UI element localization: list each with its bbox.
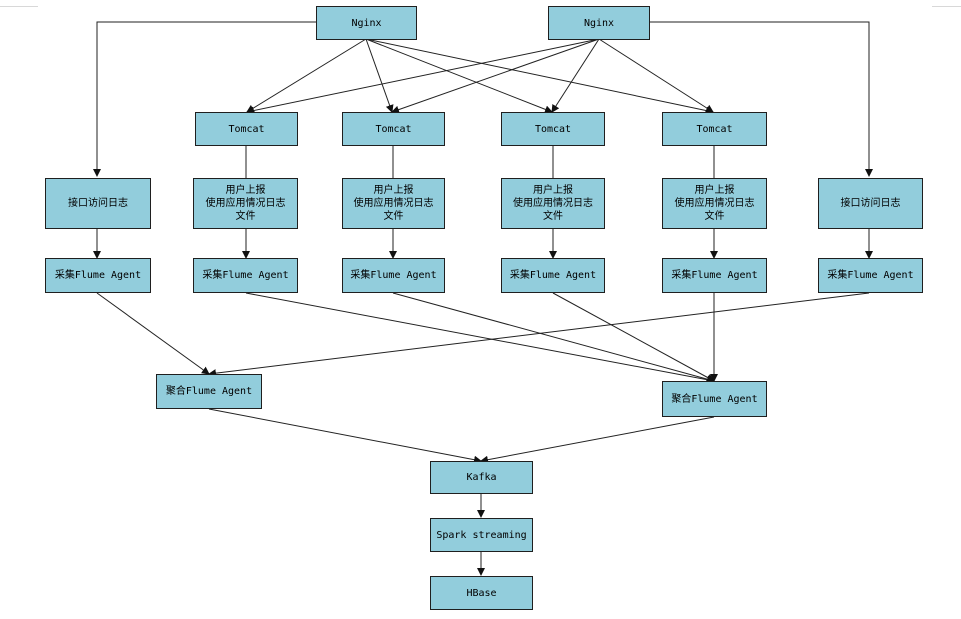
top-right-divider	[932, 6, 961, 7]
collect-agent-3-node: 采集Flume Agent	[501, 258, 605, 293]
tomcat-3-node: Tomcat	[501, 112, 605, 146]
tomcat-2-node: Tomcat	[342, 112, 445, 146]
edge-nginx-left-to-tomcat-2	[365, 38, 394, 113]
aggregate-agent-left-node: 聚合Flume Agent	[156, 374, 262, 409]
collect-agent-3-label: 采集Flume Agent	[509, 270, 597, 281]
report-4-line-3: 文件	[704, 211, 725, 222]
tomcat-4-label: Tomcat	[696, 123, 733, 135]
report-2-line-2: 使用应用情况日志	[353, 198, 434, 209]
collect-agent-4-node: 采集Flume Agent	[662, 258, 767, 293]
edge-nginx-left-to-tomcat-3	[365, 38, 553, 114]
tomcat-4-node: Tomcat	[662, 112, 767, 146]
nginx-left-label: Nginx	[351, 17, 382, 29]
collect-agent-4-label: 采集Flume Agent	[671, 270, 758, 281]
edge-nginx-left-to-tomcat-1	[246, 38, 367, 113]
report-3-line-2: 使用应用情况日志	[513, 198, 593, 209]
report-4-node: 用户上报 使用应用情况日志 文件	[662, 178, 767, 229]
edge-nginx-left-to-tomcat-4	[365, 38, 714, 115]
edge-collect-1-to-agg-right	[245, 292, 715, 384]
spark-streaming-node: Spark streaming	[430, 518, 533, 552]
edge-nginx-right-to-tomcat-1	[246, 38, 600, 115]
edge-nginx-right-to-tomcat-3	[551, 38, 600, 113]
nginx-left-node: Nginx	[316, 6, 417, 40]
report-1-line-3: 文件	[235, 211, 256, 222]
kafka-node: Kafka	[430, 461, 533, 494]
collect-agent-2-node: 采集Flume Agent	[342, 258, 445, 293]
hbase-node: HBase	[430, 576, 533, 610]
aggregate-agent-left-label: 聚合Flume Agent	[165, 386, 253, 397]
access-log-right-node: 接口访问日志	[818, 178, 923, 229]
collect-agent-5-node: 采集Flume Agent	[818, 258, 923, 293]
report-2-line-1: 用户上报	[373, 185, 414, 196]
aggregate-agent-right-node: 聚合Flume Agent	[662, 381, 767, 417]
tomcat-3-label: Tomcat	[534, 123, 572, 135]
collect-agent-2-label: 采集Flume Agent	[350, 270, 437, 281]
report-2-node: 用户上报 使用应用情况日志 文件	[342, 178, 445, 229]
report-3-line-3: 文件	[543, 211, 563, 222]
report-1-line-1: 用户上报	[225, 185, 266, 196]
edge-collect-0-to-agg-left	[96, 292, 210, 375]
kafka-label: Kafka	[466, 472, 497, 483]
edge-nginx-left-to-access-log-left	[93, 21, 316, 177]
collect-agent-0-label: 采集Flume Agent	[54, 270, 142, 281]
access-log-left-node: 接口访问日志	[45, 178, 151, 229]
tomcat-1-node: Tomcat	[195, 112, 298, 146]
report-1-node: 用户上报 使用应用情况日志 文件	[193, 178, 298, 229]
edge-collect-3-to-agg-right	[552, 292, 715, 382]
report-4-line-1: 用户上报	[694, 185, 735, 196]
report-4-line-2: 使用应用情况日志	[674, 198, 755, 209]
report-2-line-3: 文件	[383, 211, 404, 222]
access-log-right-label: 接口访问日志	[840, 198, 901, 209]
edge-collect-2-to-agg-right	[392, 292, 715, 384]
nginx-right-node: Nginx	[548, 6, 650, 40]
edge-agg-left-to-kafka	[208, 408, 482, 464]
edge-nginx-right-to-tomcat-4	[598, 38, 714, 113]
edge-agg-right-to-kafka	[480, 416, 715, 464]
tomcat-2-label: Tomcat	[375, 123, 412, 135]
tomcat-1-label: Tomcat	[228, 123, 265, 135]
report-3-line-1: 用户上报	[533, 185, 573, 196]
nginx-right-label: Nginx	[583, 17, 615, 29]
access-log-left-label: 接口访问日志	[68, 198, 128, 209]
collect-agent-1-label: 采集Flume Agent	[202, 270, 289, 281]
collect-agent-0-node: 采集Flume Agent	[45, 258, 151, 293]
collect-agent-5-label: 采集Flume Agent	[827, 270, 914, 281]
report-1-line-2: 使用应用情况日志	[205, 198, 286, 209]
collect-agent-1-node: 采集Flume Agent	[193, 258, 298, 293]
edge-nginx-right-to-access-log-right	[650, 21, 873, 177]
spark-streaming-label: Spark streaming	[436, 529, 527, 541]
edge-nginx-right-to-tomcat-2	[391, 38, 600, 114]
report-3-node: 用户上报 使用应用情况日志 文件	[501, 178, 605, 229]
hbase-label: HBase	[466, 587, 497, 599]
aggregate-agent-right-label: 聚合Flume Agent	[671, 393, 758, 405]
top-left-divider	[0, 6, 38, 7]
